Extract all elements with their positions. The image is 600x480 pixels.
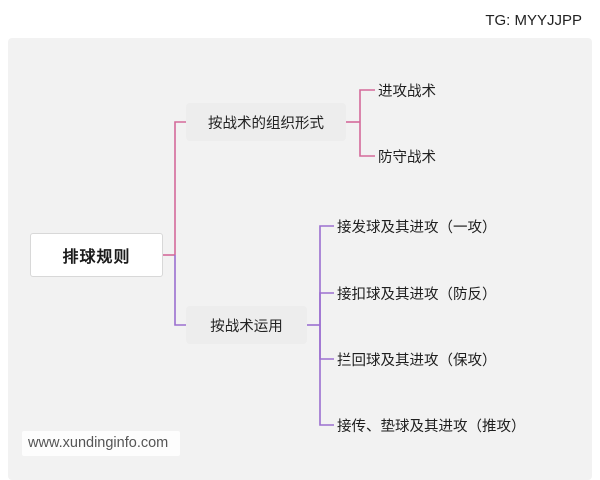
mindmap-leaf-node-2-2[interactable]: 接扣球及其进攻（防反）: [333, 279, 497, 307]
leaf-2-2-label: 接扣球及其进攻（防反）: [337, 286, 497, 303]
mindmap-branch-node-1[interactable]: 按战术的组织形式: [186, 103, 346, 141]
leaf-2-3-label: 拦回球及其进攻（保攻）: [337, 352, 497, 369]
branch-1-label: 按战术的组织形式: [208, 115, 324, 132]
leaf-1-2-label: 防守战术: [378, 149, 436, 166]
mindmap-branch-node-2[interactable]: 按战术运用: [186, 306, 307, 344]
mindmap-leaf-node-2-3[interactable]: 拦回球及其进攻（保攻）: [333, 345, 497, 373]
mindmap-leaf-node-1-1[interactable]: 进攻战术: [374, 76, 436, 104]
leaf-2-1-label: 接发球及其进攻（一攻）: [337, 219, 497, 236]
mindmap-leaf-node-1-2[interactable]: 防守战术: [374, 142, 436, 170]
website-watermark: www.xundinginfo.com: [22, 431, 181, 456]
leaf-2-4-label: 接传、垫球及其进攻（推攻）: [337, 418, 526, 435]
leaf-1-1-label: 进攻战术: [378, 83, 436, 100]
mindmap-leaf-node-2-1[interactable]: 接发球及其进攻（一攻）: [333, 212, 497, 240]
branch-2-label: 按战术运用: [210, 318, 283, 335]
telegram-watermark: TG: MYYJJPP: [475, 8, 592, 34]
mindmap-leaf-node-2-4[interactable]: 接传、垫球及其进攻（推攻）: [333, 411, 526, 439]
mindmap-root-node[interactable]: 排球规则: [30, 233, 163, 277]
root-label: 排球规则: [62, 249, 131, 266]
